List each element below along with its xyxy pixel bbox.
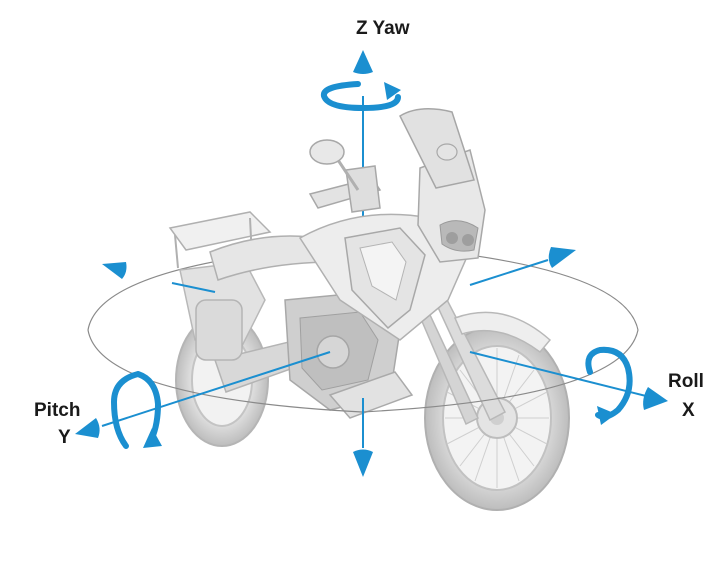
x-axis-label: X <box>682 400 695 421</box>
z-yaw-label: Z Yaw <box>356 18 410 39</box>
yaw-rotation-arrow-icon <box>320 81 401 112</box>
axis-lines <box>101 259 651 448</box>
cone-arrowhead-icon <box>75 50 668 477</box>
pitch-label: Pitch <box>34 400 81 421</box>
roll-label: Roll <box>668 371 704 392</box>
roll-rotation-arrow-icon <box>585 346 633 425</box>
motorcycle-illustration <box>168 108 570 511</box>
y-axis-label: Y <box>58 427 71 448</box>
pitch-rotation-arrow-icon <box>110 371 162 449</box>
